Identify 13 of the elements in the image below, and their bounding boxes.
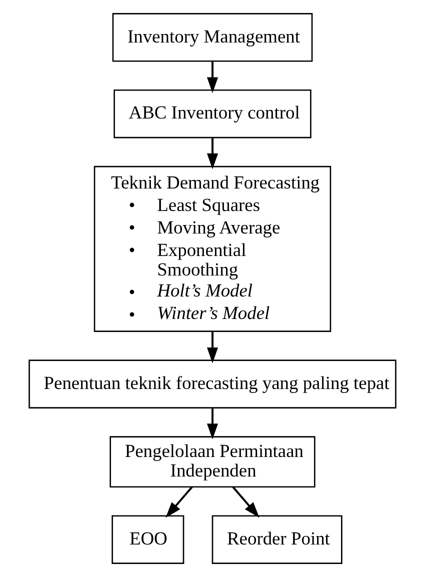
arrow: [206, 138, 218, 170]
node-box: Pengelolaan Permintaan Independen: [110, 436, 316, 488]
node-box: Inventory Management: [112, 13, 313, 62]
node-box: Reorder Point: [212, 515, 342, 564]
arrow: [166, 486, 193, 518]
node-box: Teknik Demand Forecasting • Least Squares • Moving Average • Exponential Smoothing • Holt’s Model • Winter’s Model: [94, 166, 332, 332]
node-box: Penentuan teknik forecasting yang paling tepat: [28, 360, 396, 408]
arrow: [232, 486, 260, 518]
arrow: [206, 61, 218, 94]
arrow: [206, 332, 218, 364]
arrow: [206, 408, 218, 440]
node-box: EOO: [112, 515, 184, 564]
node-box: ABC Inventory control: [114, 89, 312, 138]
